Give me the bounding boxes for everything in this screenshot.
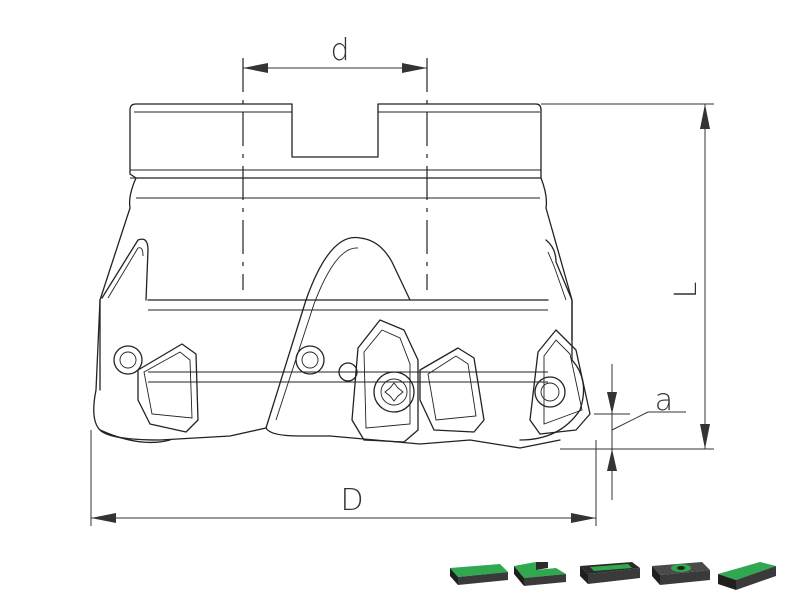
screw-right-icon (534, 376, 566, 408)
insert-icons-row (450, 562, 776, 590)
dimension-d: d (243, 33, 427, 73)
insert-center (295, 319, 419, 443)
dimension-D-label: D (340, 483, 363, 518)
cutter-body (93, 103, 585, 449)
insert-right-center (419, 347, 485, 433)
small-hole-icon (338, 362, 358, 382)
insert-wedge-icon (718, 562, 776, 590)
bore-centerlines (242, 58, 428, 290)
insert-round-hole-icon (652, 562, 710, 585)
insert-flat-icon (450, 564, 508, 585)
screw-left-icon (113, 345, 143, 375)
dimension-L-label: L (669, 282, 704, 299)
dimension-a: a (594, 364, 686, 500)
dimension-L: L (541, 103, 714, 450)
dimension-D: D (90, 430, 597, 526)
torx-screw-icon (373, 371, 415, 413)
dimension-a-label: a (655, 383, 673, 418)
insert-left (113, 343, 199, 433)
dimension-d-label: d (330, 33, 349, 68)
coolant-hole-icon (295, 345, 325, 375)
insert-pocket-icon (580, 562, 640, 584)
insert-right (529, 329, 591, 435)
insert-step-icon (514, 562, 566, 586)
